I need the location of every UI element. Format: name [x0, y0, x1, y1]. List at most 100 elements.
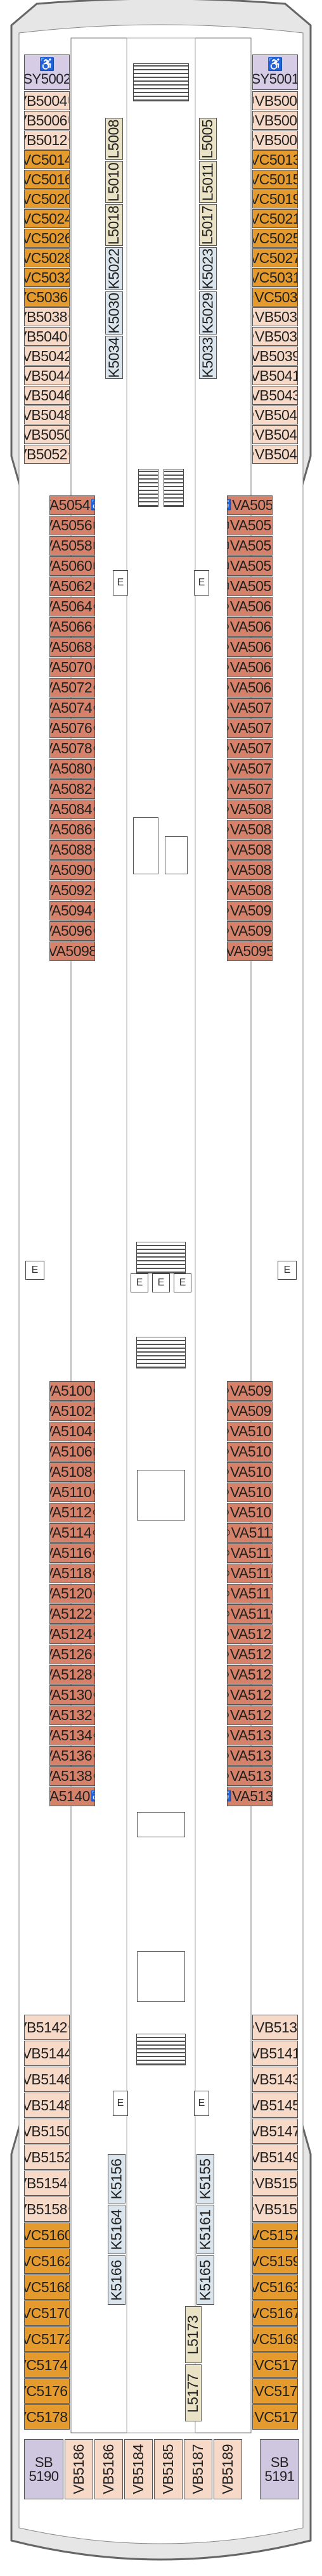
- cabin-vb5050[interactable]: VB5050: [24, 425, 70, 444]
- cabin-va5101[interactable]: ⊙VA5101: [227, 1422, 273, 1441]
- cabin-va5078[interactable]: VA5078⊙: [49, 739, 95, 758]
- cabin-va5098[interactable]: VA5098: [49, 941, 95, 961]
- cabin-vb5144[interactable]: VB5144: [24, 2041, 70, 2066]
- cabin-va5119[interactable]: ⊙VA5119: [227, 1604, 273, 1624]
- cabin-va5097[interactable]: ⊙VA5097: [227, 1381, 273, 1401]
- cabin-va5058[interactable]: VA5058⊡: [49, 536, 95, 556]
- cabin-va5092[interactable]: VA5092⊙: [49, 881, 95, 900]
- cabin-va5068[interactable]: VA5068⊙: [49, 637, 95, 657]
- cabin-va5105[interactable]: ⊙VA5105: [227, 1462, 273, 1482]
- cabin-va5085[interactable]: ⊙VA5085: [227, 840, 273, 860]
- cabin-va5079[interactable]: ⊙VA5079: [227, 779, 273, 799]
- cabin-va5096[interactable]: VA5096⊙: [49, 921, 95, 941]
- cabin-va5084[interactable]: VA5084⊙: [49, 800, 95, 819]
- cabin-vb5141[interactable]: VB5141: [252, 2041, 298, 2066]
- cabin-vb5040[interactable]: VB5040⊙: [24, 327, 70, 346]
- cabin-vb5152[interactable]: VB5152: [24, 2145, 70, 2170]
- cabin-vb5035[interactable]: ⊙VB5035: [252, 307, 298, 326]
- cabin-vb5052[interactable]: VB5052⊙: [24, 445, 70, 464]
- cabin-va5138[interactable]: VA5138⊙: [49, 1766, 95, 1786]
- cabin-va5116[interactable]: VA5116⊙: [49, 1543, 95, 1563]
- cabin-va5071[interactable]: ⊙VA5071: [227, 698, 273, 718]
- cabin-va5133[interactable]: ⊙VA5133: [227, 1746, 273, 1766]
- cabin-va5125[interactable]: ⊙VA5125: [227, 1665, 273, 1685]
- cabin-vc5159[interactable]: VC5159: [252, 2248, 298, 2274]
- cabin-va5072[interactable]: VA5072⊙: [49, 678, 95, 698]
- cabin-va5132[interactable]: VA5132⊙: [49, 1706, 95, 1725]
- cabin-vb5147[interactable]: VB5147: [252, 2119, 298, 2144]
- cabin-va5136[interactable]: VA5136⊙: [49, 1746, 95, 1766]
- cabin-va5056[interactable]: VA5056⊡: [49, 516, 95, 535]
- cabin-l5008[interactable]: L5008: [105, 118, 123, 160]
- cabin-vc5178[interactable]: VC5178⊛: [24, 2404, 70, 2430]
- cabin-va5123[interactable]: ⊙VA5123: [227, 1645, 273, 1664]
- cabin-vb5184[interactable]: VB5184: [124, 2439, 153, 2499]
- cabin-va5126[interactable]: VA5126⊙: [49, 1645, 95, 1664]
- cabin-va5063[interactable]: ⊙VA5063: [227, 617, 273, 637]
- cabin-va5091[interactable]: ⊙VA5091: [227, 901, 273, 921]
- cabin-vb5153[interactable]: ⊙VB5153: [252, 2197, 298, 2222]
- cabin-vc5016[interactable]: VC5016: [24, 170, 70, 189]
- cabin-vc5028[interactable]: VC5028: [24, 248, 70, 267]
- cabin-va5109[interactable]: ⊙VA5109: [227, 1503, 273, 1522]
- cabin-va5135[interactable]: ⊙VA5135: [227, 1766, 273, 1786]
- cabin-k5164[interactable]: K5164: [108, 2205, 126, 2254]
- cabin-va5061[interactable]: ⊙VA5061: [227, 597, 273, 616]
- cabin-l5005[interactable]: L5005: [199, 118, 217, 160]
- cabin-va5059[interactable]: ⊡VA5059: [227, 577, 273, 596]
- cabin-va5066[interactable]: VA5066⊙: [49, 617, 95, 637]
- cabin-vb5006[interactable]: VB5006⊡: [24, 111, 70, 130]
- cabin-va5095[interactable]: VA5095: [227, 941, 273, 961]
- cabin-vc5014[interactable]: VC5014: [24, 150, 70, 169]
- cabin-vb5038[interactable]: VB5038⊙: [24, 307, 70, 326]
- cabin-va5137[interactable]: ♿VA5137: [227, 1787, 273, 1806]
- cabin-vb5047[interactable]: ⊙VB5047: [252, 425, 298, 444]
- cabin-vc5179[interactable]: ⊛VC5179: [252, 2404, 298, 2430]
- cabin-l5018[interactable]: L5018: [105, 204, 123, 246]
- cabin-va5080[interactable]: VA5080⊙: [49, 759, 95, 779]
- cabin-va5113[interactable]: ⊙VA5113: [227, 1543, 273, 1563]
- cabin-va5065[interactable]: ⊙VA5065: [227, 637, 273, 657]
- cabin-vb5004[interactable]: VB5004⊡: [24, 91, 70, 110]
- cabin-vc5176[interactable]: VC5176⊛: [24, 2378, 70, 2404]
- cabin-va5082[interactable]: VA5082⊙: [49, 779, 95, 799]
- cabin-k5161[interactable]: K5161: [196, 2205, 214, 2254]
- cabin-vc5163[interactable]: VC5163: [252, 2274, 298, 2300]
- cabin-va5081[interactable]: ⊙VA5081: [227, 800, 273, 819]
- cabin-vc5168[interactable]: VC5168: [24, 2274, 70, 2300]
- cabin-vc5025[interactable]: VC5025: [252, 229, 298, 248]
- cabin-va5111[interactable]: ⊙VA5111: [227, 1523, 273, 1543]
- cabin-vb5045[interactable]: ⊙VB5045: [252, 405, 298, 424]
- cabin-l5177[interactable]: L5177: [185, 2364, 202, 2421]
- cabin-va5118[interactable]: VA5118⊙: [49, 1564, 95, 1583]
- cabin-va5099[interactable]: ⊙VA5099: [227, 1401, 273, 1421]
- cabin-vb5186[interactable]: VB5186: [65, 2439, 93, 2499]
- cabin-va5103[interactable]: ⊙VA5103: [227, 1442, 273, 1462]
- cabin-va5120[interactable]: VA5120⊙: [49, 1584, 95, 1604]
- cabin-va5077[interactable]: ⊙VA5077: [227, 759, 273, 779]
- cabin-vb5149[interactable]: VB5149: [252, 2145, 298, 2170]
- cabin-vb5003[interactable]: ⊡VB5003: [252, 91, 298, 110]
- cabin-va5130[interactable]: VA5130⊙: [49, 1685, 95, 1705]
- cabin-vc5172[interactable]: VC5172: [24, 2326, 70, 2352]
- cabin-vb5150[interactable]: VB5150: [24, 2119, 70, 2144]
- cabin-va5087[interactable]: ⊙VA5087: [227, 860, 273, 880]
- cabin-vc5167[interactable]: VC5167: [252, 2300, 298, 2326]
- cabin-va5069[interactable]: ⊙VA5069: [227, 678, 273, 698]
- cabin-va5117[interactable]: ⊙VA5117: [227, 1584, 273, 1604]
- cabin-va5090[interactable]: VA5090⊙: [49, 860, 95, 880]
- cabin-va5104[interactable]: VA5104⊙: [49, 1422, 95, 1441]
- cabin-vc5015[interactable]: VC5015: [252, 170, 298, 189]
- cabin-va5124[interactable]: VA5124⊙: [49, 1624, 95, 1644]
- cabin-vb5009[interactable]: ⊙VB5009: [252, 131, 298, 150]
- cabin-va5131[interactable]: ⊙VA5131: [227, 1726, 273, 1745]
- cabin-vb5189[interactable]: VB5189: [214, 2439, 242, 2499]
- cabin-vb5037[interactable]: ⊙VB5037: [252, 327, 298, 346]
- cabin-k5155[interactable]: K5155: [196, 2154, 214, 2203]
- cabin-va5076[interactable]: VA5076⊙: [49, 718, 95, 738]
- cabin-va5140[interactable]: VA5140♿: [49, 1787, 95, 1806]
- cabin-va5093[interactable]: ⊙VA5093: [227, 921, 273, 941]
- cabin-va5122[interactable]: VA5122⊙: [49, 1604, 95, 1624]
- cabin-vb5142[interactable]: VB5142⊙: [24, 2015, 70, 2040]
